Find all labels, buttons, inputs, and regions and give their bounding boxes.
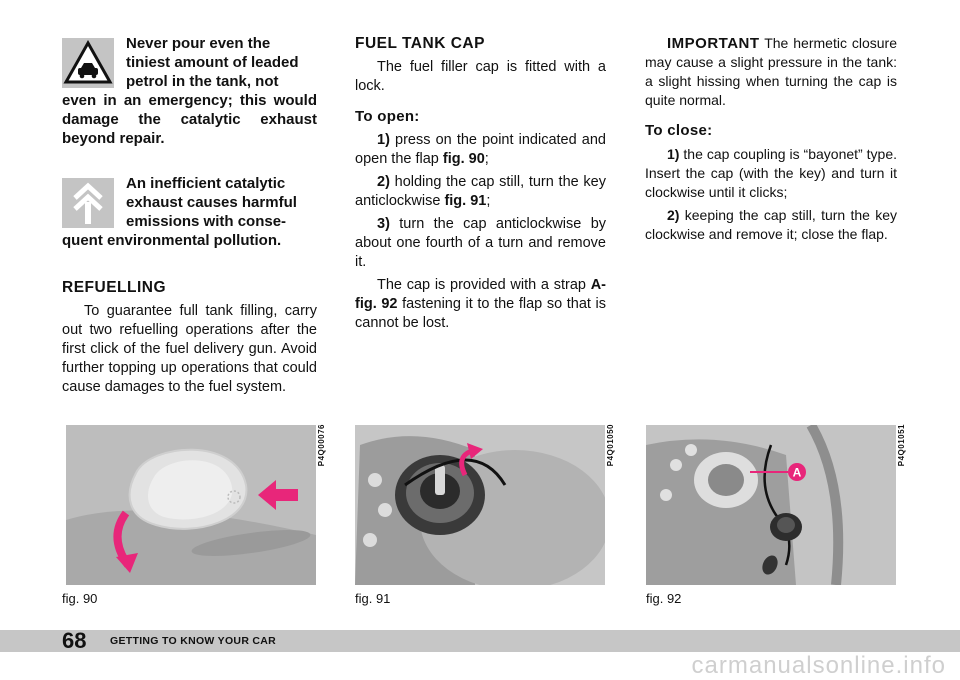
close-step-1-text: the cap coupling is “bayonet” type. Inse… <box>645 146 898 200</box>
environment-icon <box>62 178 114 228</box>
open-step-2-number: 2) <box>377 174 390 190</box>
warning2-line2: exhaust causes harmful <box>126 194 297 211</box>
strap-text-pre: The cap is provided with a strap <box>377 277 591 293</box>
open-heading: To open: <box>355 108 420 125</box>
section-title: GETTING TO KNOW YOUR CAR <box>110 635 277 647</box>
car-warning-icon <box>62 38 114 88</box>
warning2-line1: An inefficient catalytic <box>126 175 286 192</box>
close-step-2-text: keeping the cap still, turn the key cloc… <box>645 207 898 242</box>
footer-band: 68 GETTING TO KNOW YOUR CAR <box>0 630 960 652</box>
open-step-1-text: press on the point indicated and open th… <box>355 132 606 167</box>
open-step-1-number: 1) <box>377 132 390 148</box>
strap-ref: A-fig. 92 <box>355 277 606 312</box>
figure-92-label-a: A <box>793 466 802 480</box>
close-step-1-number: 1) <box>667 146 680 162</box>
watermark: carmanualsonline.info <box>691 652 946 679</box>
column-middle: FUEL TANK CAP The fuel filler cap is fit… <box>355 34 606 333</box>
figure-90-code: P4Q00076 <box>317 424 326 467</box>
warning1-line1: Never pour even the <box>126 35 271 52</box>
strap-text: The cap is provided with a strap A-fig. … <box>355 276 606 333</box>
open-step-1-ref: fig. 90 <box>442 151 485 167</box>
strap-text-post: fastening it to the flap so that is cann… <box>355 296 606 331</box>
open-step-3-number: 3) <box>377 216 390 232</box>
open-step-2-text: holding the cap still, turn the key anti… <box>355 174 606 209</box>
open-step-3-text: turn the cap anticlockwise by about one … <box>355 216 607 270</box>
figure-91-caption: fig. 91 <box>355 591 391 606</box>
open-step-2: 2) holding the cap still, turn the key a… <box>355 173 606 211</box>
close-heading: To close: <box>645 122 713 139</box>
close-step-1: 1) the cap coupling is “bayonet” type. I… <box>645 145 897 202</box>
warning-catalytic-exhaust: An inefficient catalytic exhaust causes … <box>62 174 317 250</box>
figure-92-image: A <box>646 425 896 585</box>
close-step-2-number: 2) <box>667 207 680 223</box>
refuelling-text: To guarantee full tank filling, carry ou… <box>62 303 317 395</box>
warning1-line3: petrol in the tank, not <box>126 73 279 90</box>
figure-92-code: P4Q01051 <box>897 424 906 467</box>
figure-90-image <box>66 425 316 585</box>
fuel-cap-intro: The fuel filler cap is fitted with a loc… <box>355 59 606 94</box>
warning-leaded-petrol: Never pour even the tiniest amount of le… <box>62 34 317 148</box>
warning2-rest: quent environmental pollution. <box>62 232 282 249</box>
refuelling-heading: REFUELLING <box>62 279 167 296</box>
open-step-1: 1) press on the point indicated and open… <box>355 131 606 169</box>
page-number: 68 <box>62 628 87 653</box>
open-step-1-end: ; <box>484 151 489 167</box>
warning2-line3: emissions with conse- <box>126 213 287 230</box>
fuel-cap-heading: FUEL TANK CAP <box>355 35 485 52</box>
open-step-3: 3) turn the cap anticlockwise by about o… <box>355 215 606 272</box>
close-step-2: 2) keeping the cap still, turn the key c… <box>645 206 897 244</box>
column-left: Never pour even the tiniest amount of le… <box>62 34 317 397</box>
important-note: IMPORTANT The hermetic closure may cause… <box>645 34 897 110</box>
open-step-2-ref: fig. 91 <box>444 193 487 209</box>
warning1-line2: tiniest amount of leaded <box>126 54 299 71</box>
warning1-rest: even in an emergency; this would damage … <box>62 92 317 147</box>
figure-90-caption: fig. 90 <box>62 591 98 606</box>
open-step-2-end: ; <box>486 193 491 209</box>
important-label: IMPORTANT <box>667 35 760 52</box>
column-right: IMPORTANT The hermetic closure may cause… <box>645 34 897 244</box>
figure-92-caption: fig. 92 <box>646 591 682 606</box>
figure-91-image <box>355 425 605 585</box>
important-text: The hermetic closure may cause a slight … <box>645 35 897 108</box>
figure-91-code: P4Q01050 <box>606 424 615 467</box>
